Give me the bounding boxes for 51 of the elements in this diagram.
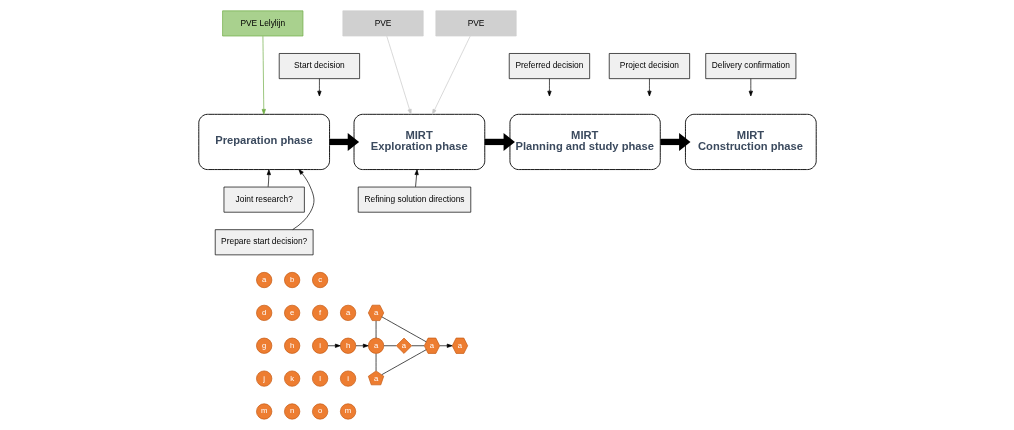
node-box: Refining solution directions	[357, 186, 471, 213]
node-box: Project decision	[608, 53, 690, 79]
arrow	[546, 78, 551, 97]
arrow	[748, 78, 753, 97]
arrow	[646, 78, 651, 97]
connector	[381, 349, 427, 375]
node-box: Preparation phase	[197, 113, 330, 170]
node-diamond: a	[395, 337, 412, 354]
arrow	[355, 343, 369, 348]
node-circle: d	[255, 304, 272, 321]
node-circle: k	[283, 370, 300, 387]
node-circle: i	[311, 337, 328, 354]
arrow	[327, 343, 341, 348]
node-circle: l	[311, 370, 328, 387]
node-box: Prepare start decision?	[214, 229, 313, 256]
node-box: PVE Lelylijn	[221, 10, 303, 37]
node-circle: m	[339, 403, 356, 420]
node-box: Joint research?	[223, 186, 305, 213]
node-box: PVE	[434, 10, 517, 37]
node-circle: h	[339, 337, 356, 354]
arrow	[431, 35, 471, 115]
node-box: Delivery confirmation	[704, 53, 796, 79]
node-circle: i	[339, 370, 356, 387]
arrow	[484, 133, 515, 151]
connector	[380, 316, 426, 343]
node-circle: a	[367, 337, 384, 354]
node-circle: a	[255, 272, 272, 289]
node-box: MIRT Construction phase	[684, 113, 817, 170]
node-circle: e	[283, 304, 300, 321]
node-box: Start decision	[278, 53, 360, 79]
node-circle: g	[255, 337, 272, 354]
arrow	[439, 343, 452, 348]
node-circle: m	[255, 403, 272, 420]
node-box: MIRT Exploration phase	[353, 113, 485, 170]
node-circle: o	[311, 403, 328, 420]
node-circle: h	[283, 337, 300, 354]
node-circle: b	[283, 272, 300, 289]
node-circle: n	[283, 403, 300, 420]
arrow	[329, 133, 359, 151]
node-box: MIRT Planning and study phase	[509, 113, 661, 170]
arrow	[266, 169, 271, 188]
arrow	[261, 35, 266, 115]
node-circle: f	[311, 304, 328, 321]
arrow	[316, 78, 321, 97]
node-box: Preferred decision	[508, 53, 590, 79]
node-circle: a	[339, 304, 356, 321]
node-circle: j	[255, 370, 272, 387]
arrow	[414, 169, 419, 188]
node-box: PVE	[342, 10, 424, 37]
node-circle: c	[311, 272, 328, 289]
arrow	[385, 35, 412, 115]
